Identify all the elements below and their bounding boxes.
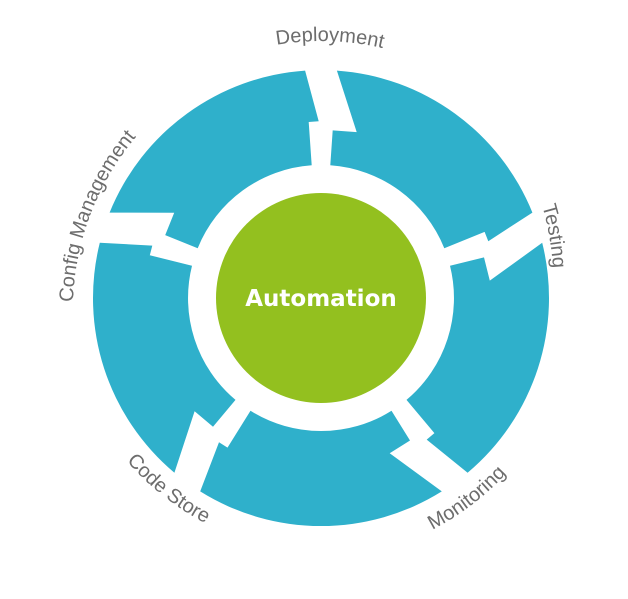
ring-segment-config-management: [200, 410, 442, 527]
ring-segment-deployment: [92, 242, 236, 473]
ring-segment-monitoring: [330, 70, 533, 249]
cycle-ring: [92, 70, 550, 527]
automation-hub: [216, 193, 426, 403]
deployment-label-text: Deployment: [274, 24, 387, 53]
automation-label: Automation: [245, 286, 397, 312]
deployment-label: Deployment: [274, 24, 387, 53]
ring-segment-testing: [109, 70, 319, 249]
monitoring-label: Monitoring: [424, 462, 510, 535]
ring-segment-code-store: [406, 242, 550, 473]
monitoring-label-text: Monitoring: [424, 462, 510, 535]
